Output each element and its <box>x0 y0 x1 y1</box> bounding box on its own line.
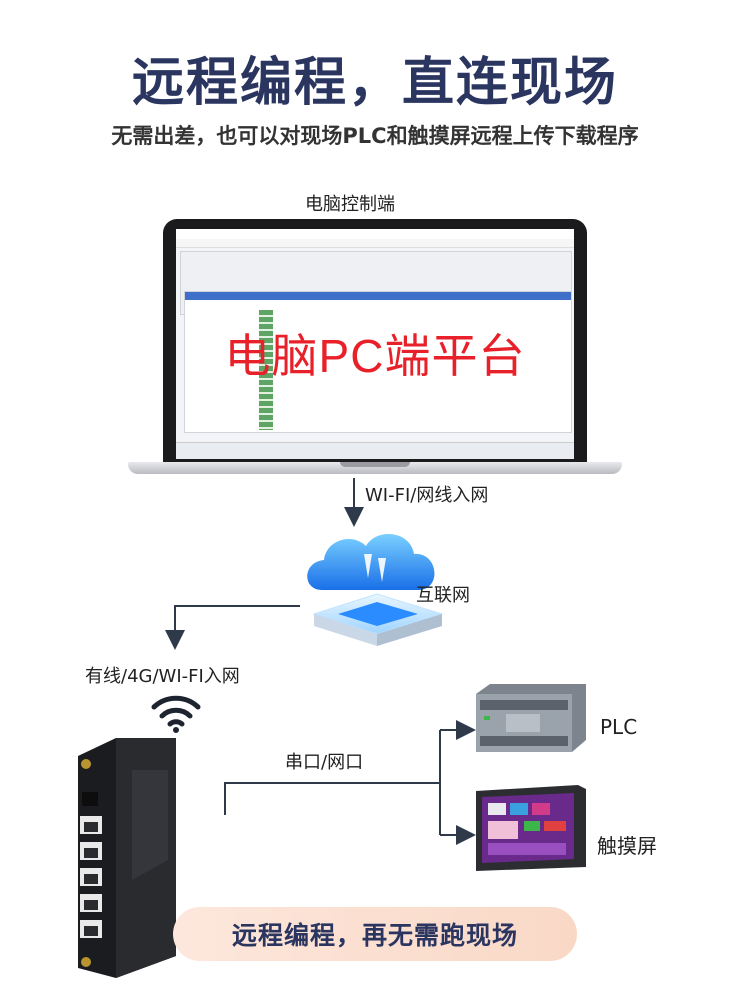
wifi-icon <box>151 695 201 733</box>
laptop-notch <box>340 462 410 467</box>
screen-overlay-text: 电脑PC端平台 <box>224 330 526 382</box>
page-title: 远程编程，直连现场 <box>131 53 618 113</box>
wifi-line-label: WI-FI/网线入网 <box>365 485 489 506</box>
router-bus-line <box>224 782 440 815</box>
cloud-to-router-arrow <box>165 605 300 650</box>
footer-pill <box>173 907 577 961</box>
router-icon <box>78 738 176 978</box>
cloud-server-icon <box>307 534 444 646</box>
wired-net-label: 有线/4G/WI-FI入网 <box>85 666 240 687</box>
laptop-screen <box>176 229 574 459</box>
page-subtitle: 无需出差，也可以对现场PLC和触摸屏远程上传下载程序 <box>111 124 639 148</box>
pc-client-label: 电脑控制端 <box>305 194 395 215</box>
touchscreen-label: 触摸屏 <box>597 834 657 858</box>
serial-port-label: 串口/网口 <box>285 752 364 773</box>
plc-icon <box>476 684 586 752</box>
internet-label: 互联网 <box>416 585 470 606</box>
footer-pill-text: 远程编程，再无需跑现场 <box>231 921 518 950</box>
laptop-base <box>128 462 622 474</box>
plc-label: PLC <box>600 715 638 739</box>
touchscreen-icon <box>476 785 586 871</box>
